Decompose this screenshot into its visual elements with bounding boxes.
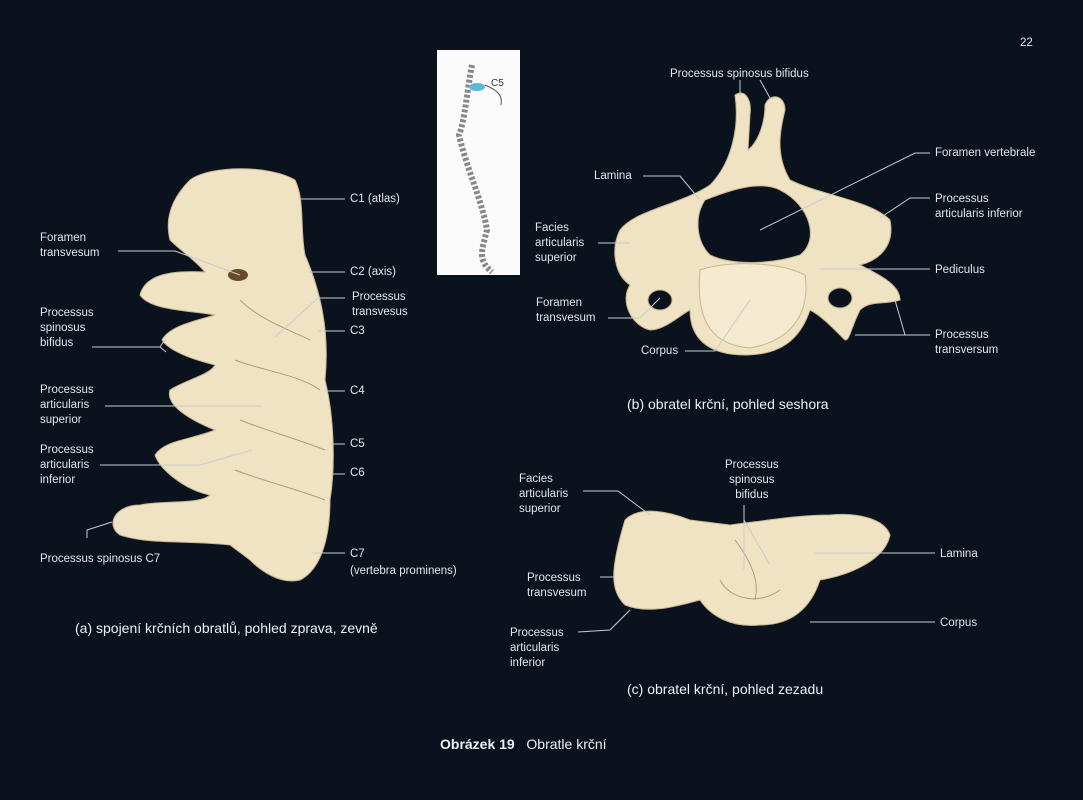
cervical-spine-lateral: [112, 168, 334, 582]
label-c7: C7: [350, 548, 365, 560]
label-c7-note: (vertebra prominens): [350, 565, 457, 577]
label-c-transvesum: Processus transvesum: [527, 572, 587, 599]
label-c4: C4: [350, 385, 365, 397]
label-c-facies: Facies articularis superior: [519, 473, 569, 515]
label-c3: C3: [350, 325, 365, 337]
label-b-foramen-transvesum: Foramen transvesum: [536, 297, 596, 324]
label-spinosus-c7: Processus spinosus C7: [40, 553, 161, 565]
label-spinosus-bifidus: Processus spinosus bifidus: [40, 307, 94, 349]
figure-caption: Obrázek 19 Obratle krční: [440, 736, 607, 752]
spine-inset: C5: [437, 50, 520, 275]
label-c6: C6: [350, 467, 365, 479]
label-c-articularis-inferior: Processus articularis inferior: [510, 627, 564, 669]
label-c5: C5: [350, 438, 365, 450]
label-c-lamina: Lamina: [940, 548, 978, 560]
label-b-spinosus-bifidus: Processus spinosus bifidus: [670, 68, 809, 80]
label-b-pediculus: Pediculus: [935, 264, 985, 276]
label-foramen-transvesum: Foramen transvesum: [40, 232, 100, 259]
spine-illustration: [455, 64, 502, 275]
caption-c: (c) obratel krční, pohled zezadu: [627, 681, 824, 697]
label-b-articularis-inferior: Processus articularis inferior: [935, 193, 1023, 220]
label-articularis-superior: Processus articularis superior: [40, 384, 94, 426]
caption-a: (a) spojení krčních obratlů, pohled zpra…: [75, 620, 378, 636]
label-c-corpus: Corpus: [940, 617, 978, 629]
vertebra-posterior-view: [613, 510, 891, 626]
vertebra-superior-view: [614, 92, 901, 356]
label-c2: C2 (axis): [350, 266, 397, 278]
label-processus-transvesus: Processus transvesus: [352, 291, 408, 318]
label-b-lamina: Lamina: [594, 170, 632, 182]
leader-lines: [86, 79, 935, 633]
label-b-transversum: Processus transversum: [935, 329, 999, 356]
label-c-spinosus-bifidus: Processus spinosus bifidus: [725, 459, 779, 501]
page-number: 22: [1020, 37, 1033, 49]
caption-b: (b) obratel krční, pohled seshora: [627, 396, 829, 412]
label-articularis-inferior: Processus articularis inferior: [40, 444, 94, 486]
label-b-facies: Facies articularis superior: [535, 222, 585, 264]
label-b-foramen-vertebrale: Foramen vertebrale: [935, 147, 1036, 159]
label-c1: C1 (atlas): [350, 193, 400, 205]
figure-number: Obrázek 19: [440, 736, 515, 752]
figure-title: Obratle krční: [526, 736, 607, 752]
label-b-corpus: Corpus: [641, 345, 679, 357]
inset-label: C5: [491, 78, 504, 89]
